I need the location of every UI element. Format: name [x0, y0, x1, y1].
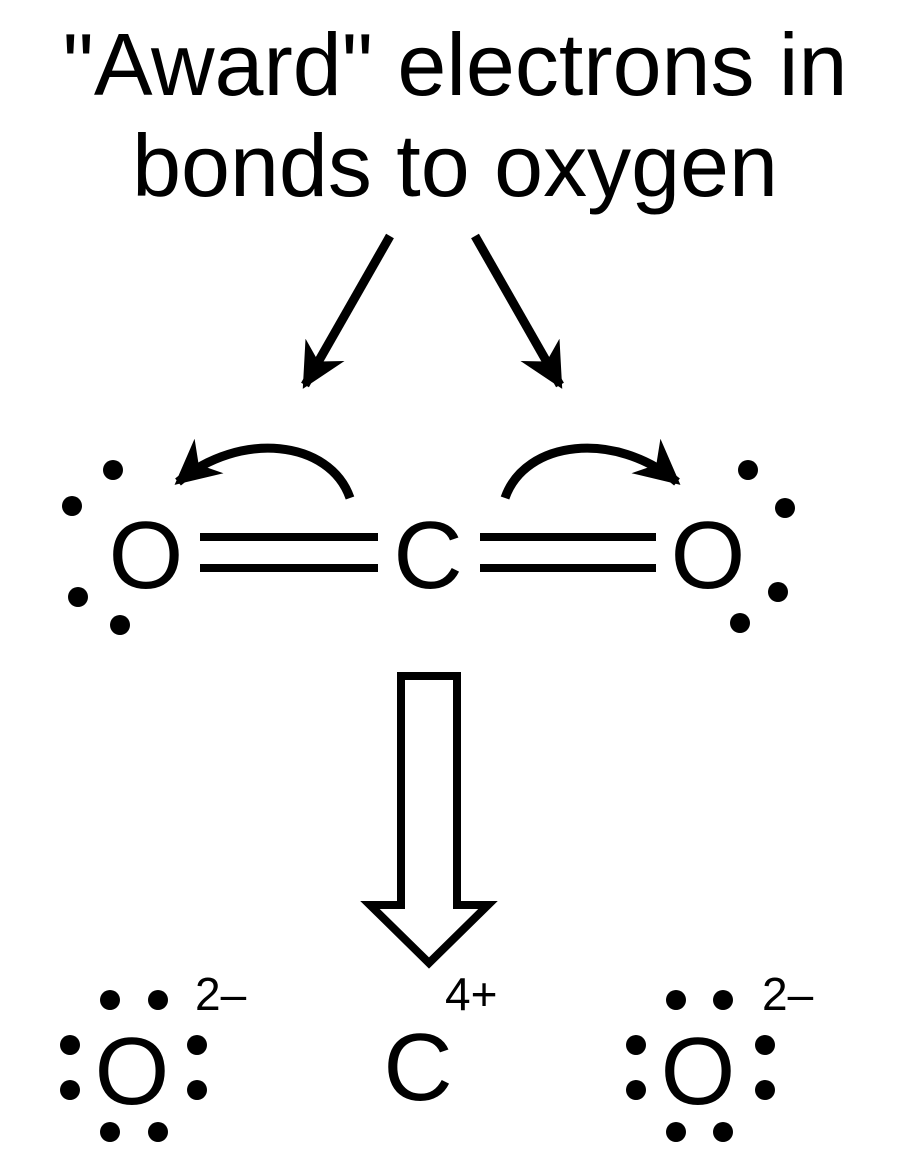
double-bond-right	[480, 533, 656, 572]
curved-arrow-left	[174, 438, 355, 500]
hollow-down-arrow	[360, 672, 498, 969]
ion-oxygen-left: O	[95, 1018, 170, 1125]
lone-pairs-right-oxygen	[730, 460, 795, 633]
electrons-right-oxide	[626, 990, 775, 1142]
atom-oxygen-left: O	[109, 502, 184, 609]
ion-oxygen-right: O	[661, 1018, 736, 1125]
title-line-1: "Award" electrons in	[63, 15, 848, 114]
charge-left-oxygen: 2–	[195, 968, 247, 1020]
charge-right-oxygen: 2–	[762, 968, 814, 1020]
arrow-to-left-bond	[301, 233, 394, 389]
ion-carbon: C	[383, 1014, 452, 1121]
atom-carbon: C	[393, 502, 462, 609]
electrons-left-oxide	[60, 990, 207, 1142]
atom-oxygen-right: O	[671, 502, 746, 609]
double-bond-left	[200, 533, 378, 572]
charge-carbon: 4+	[445, 968, 497, 1020]
arrow-to-right-bond	[471, 233, 564, 389]
title-line-2: bonds to oxygen	[132, 116, 778, 215]
curved-arrow-right	[500, 438, 681, 500]
lone-pairs-left-oxygen	[62, 460, 130, 635]
